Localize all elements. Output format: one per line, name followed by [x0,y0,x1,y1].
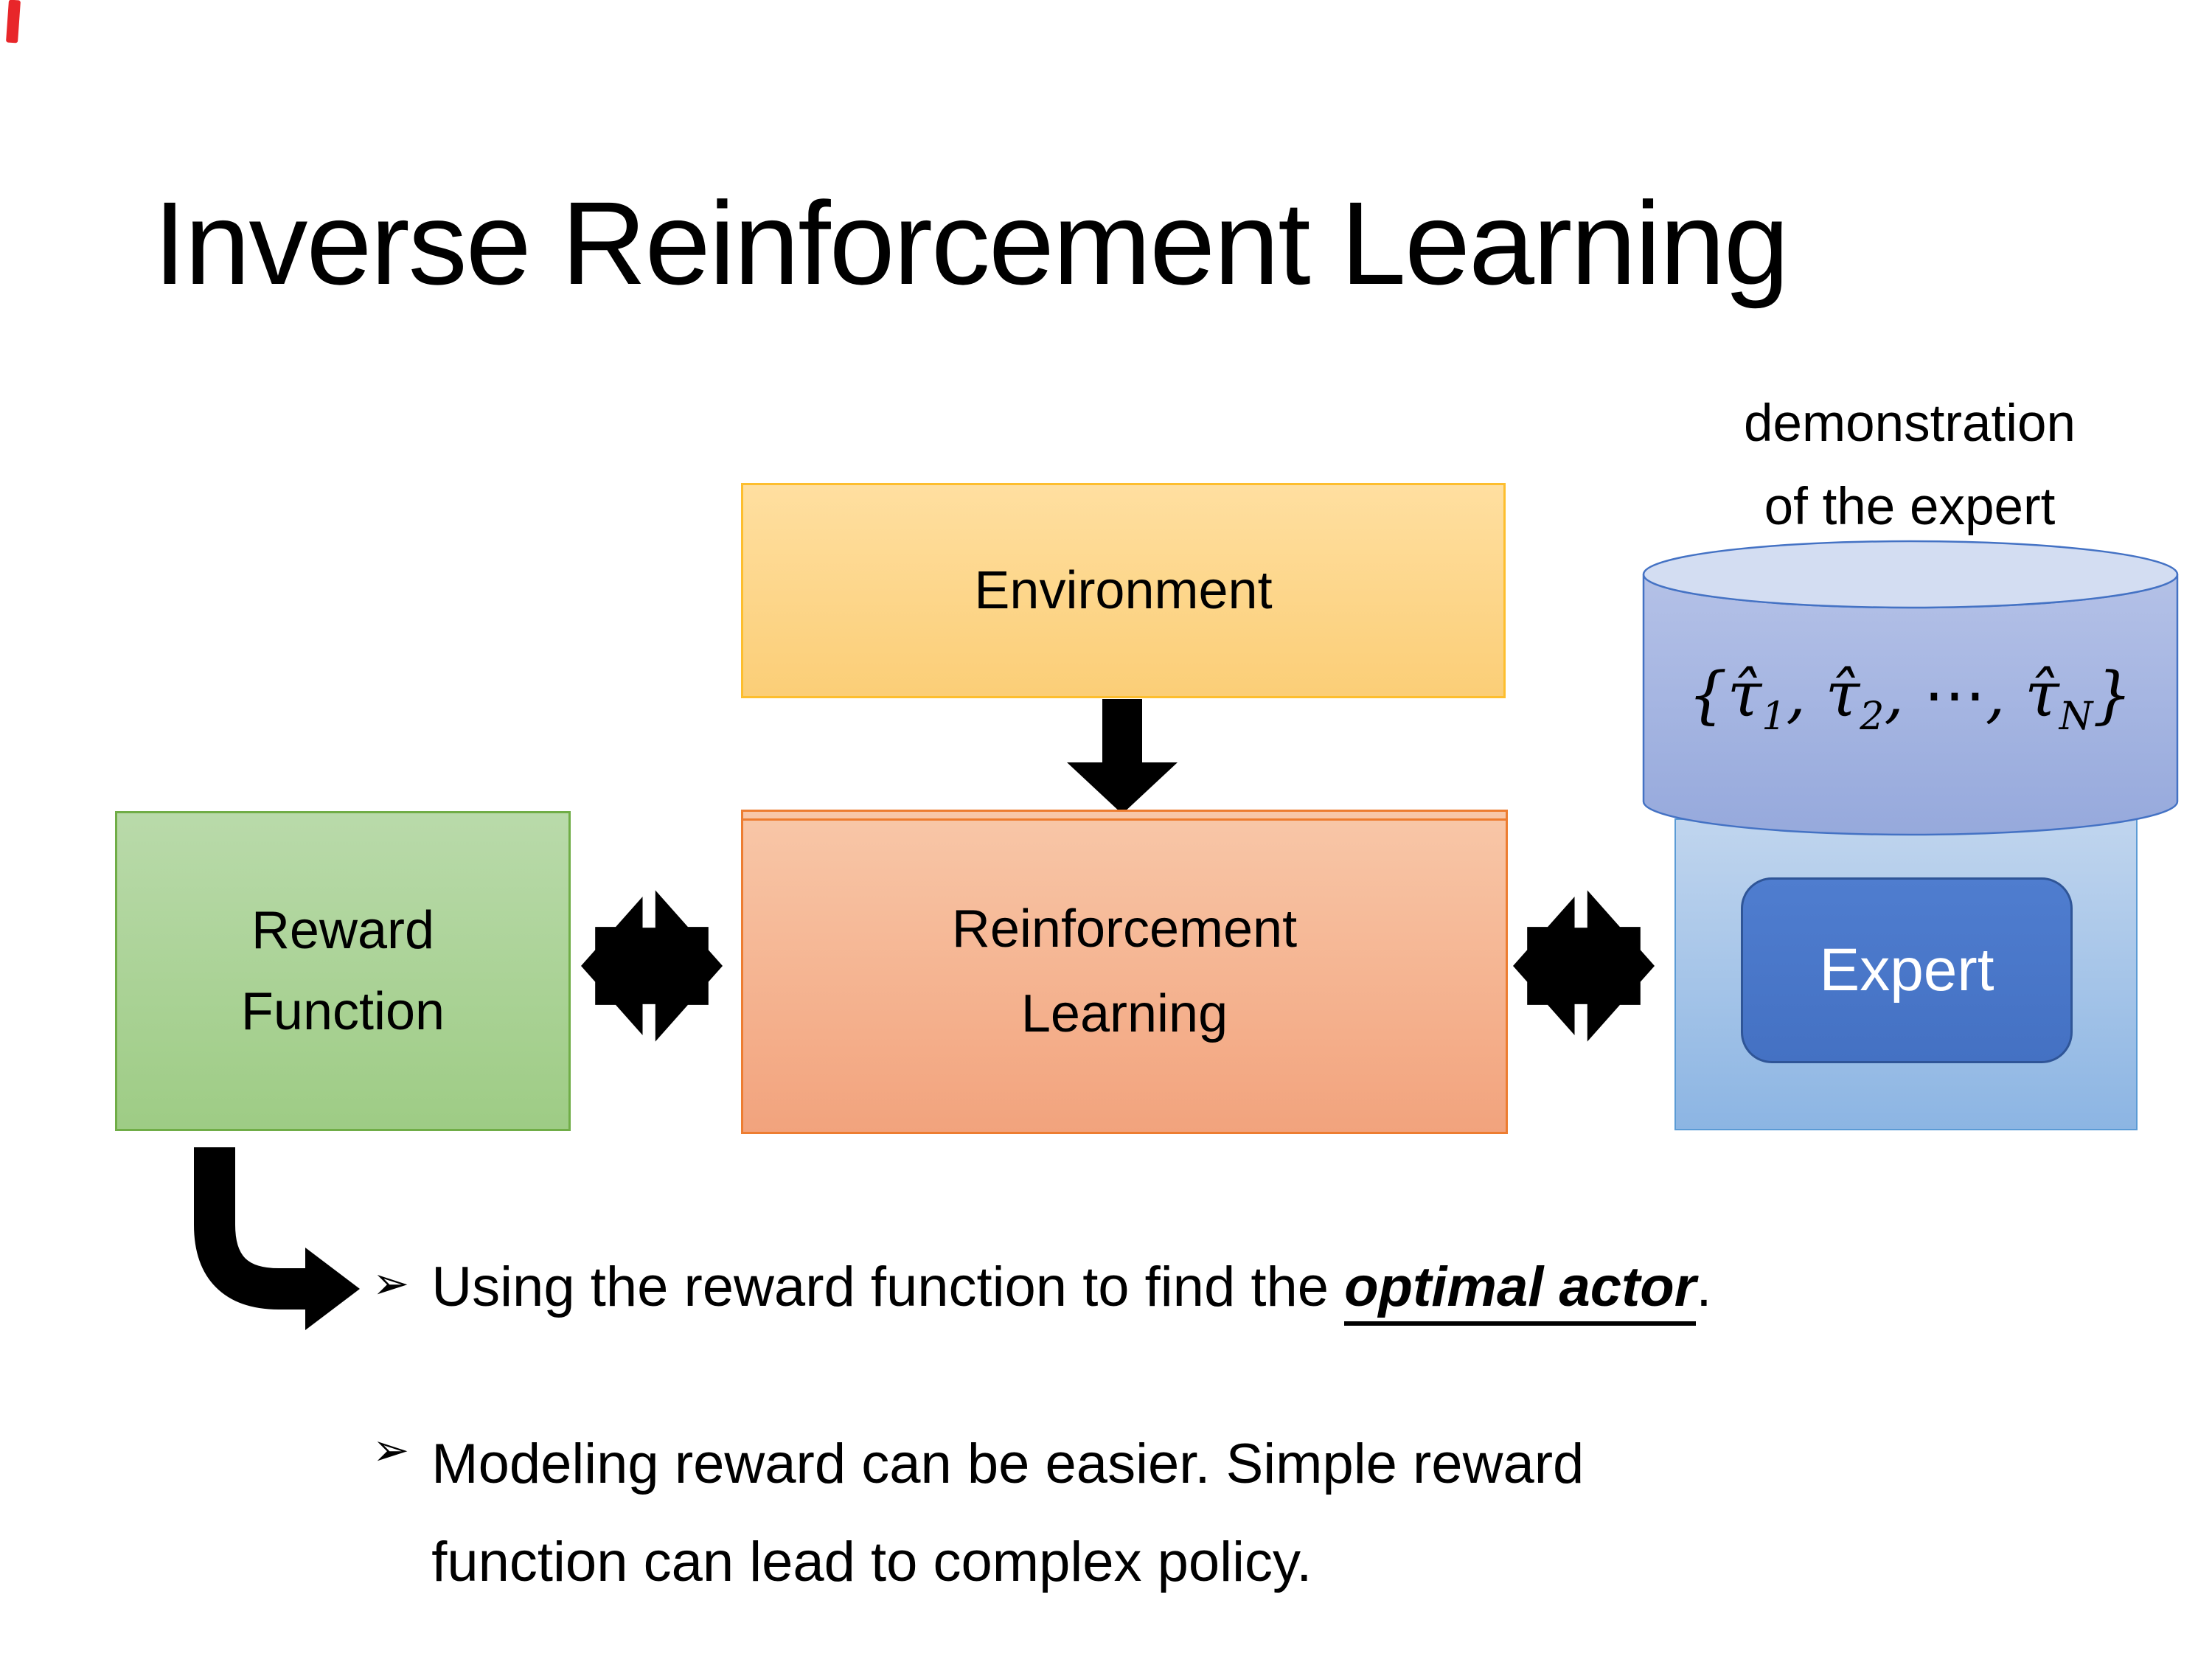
bullet-item-2: ➢ Modeling reward can be easier. Simple … [372,1415,1958,1611]
arrowhead-bullet-icon: ➢ [372,1258,410,1310]
arrowhead-bullet-icon: ➢ [372,1425,410,1477]
math-tau-1: τ̂ [1727,658,1762,731]
bullet-list: ➢ Using the reward function to find the … [372,1248,1958,1611]
math-sep-2: , [1884,658,1924,731]
reward-function-box: Reward Function [115,811,571,1131]
double-arrow-slit-top [642,886,655,928]
bullet-2-line2: function can lead to complex policy. [431,1531,1312,1594]
demonstration-label-line1: demonstration [1744,394,2076,453]
math-open-brace: { [1688,658,1728,731]
cylinder-top-ellipse [1642,540,2179,609]
demonstration-label-line2: of the expert [1764,478,2056,536]
page-title: Inverse Reinforcement Learning [153,177,1790,309]
math-close-brace: } [2093,658,2132,731]
down-arrow-stem [1102,699,1142,764]
math-sub-2: 2 [1860,694,1885,739]
math-dots: ⋯ [1923,658,1986,731]
bullet-1-highlight: optimal actor [1344,1256,1697,1326]
elbow-arrow-head [305,1248,360,1330]
double-arrow-shape [581,886,723,1046]
double-arrow-shape [1513,886,1655,1046]
bullet-2-line1: Modeling reward can be easier. Simple re… [431,1433,1585,1496]
double-arrow-slit-bottom [1574,1004,1587,1046]
down-arrow-head [1067,762,1178,814]
double-arrow-slit-bottom [642,1004,655,1046]
reward-function-label-line2: Function [240,982,445,1041]
double-arrow-icon-left [581,886,723,1046]
bullet-1-text: Using the reward function to find the op… [431,1248,1711,1326]
reward-function-label-line1: Reward [251,901,435,960]
expert-label: Expert [1819,936,1994,1004]
decorative-double-border-line [743,818,1506,821]
math-sub-n: N [2059,694,2093,739]
environment-label: Environment [974,561,1273,620]
reward-function-label: Reward Function [241,890,445,1052]
demonstration-label: demonstration of the expert [1585,382,2212,549]
reinforcement-learning-label-line1: Reinforcement [951,900,1298,959]
math-sep-1: , [1786,658,1826,731]
double-arrow-icon-right [1513,886,1655,1046]
bullet-2-text: Modeling reward can be easier. Simple re… [431,1415,1584,1611]
reinforcement-learning-box: Reinforcement Learning [741,810,1508,1134]
red-mark [5,0,21,44]
bullet-1-post: . [1696,1256,1712,1318]
demonstrations-database-cylinder [1642,540,2179,836]
double-arrow-slit-top [1574,886,1587,928]
expert-box: Expert [1741,877,2073,1063]
trajectory-set-math: {τ̂1, τ̂2, ⋯, τ̂N} [1641,658,2179,736]
reinforcement-learning-label: Reinforcement Learning [952,887,1297,1057]
environment-box: Environment [741,483,1506,698]
down-arrow-icon [1067,699,1178,814]
math-tau-n: τ̂ [2025,658,2059,731]
bullet-item-1: ➢ Using the reward function to find the … [372,1248,1958,1326]
bullet-1-pre: Using the reward function to find the [431,1256,1345,1318]
math-sub-1: 1 [1761,694,1787,739]
elbow-arrow-shaft [194,1147,308,1310]
math-sep-3: , [1985,658,2025,731]
reinforcement-learning-label-line2: Learning [1020,984,1228,1043]
elbow-arrow-icon [194,1147,360,1330]
math-tau-2: τ̂ [1825,658,1860,731]
